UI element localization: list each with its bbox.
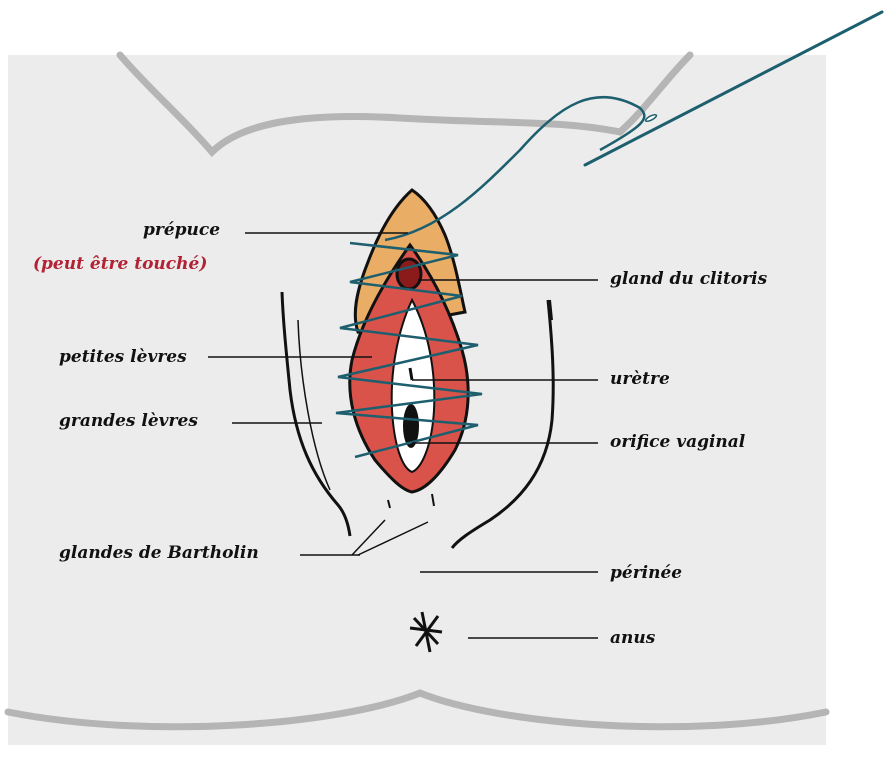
label-anus: anus: [610, 630, 655, 647]
label-vaginal-opening: orifice vaginal: [610, 434, 745, 451]
label-urethra: urètre: [610, 371, 670, 388]
label-bartholin-glands: glandes de Bartholin: [59, 545, 259, 562]
urethra-shape: [410, 368, 412, 380]
label-labia-minora: petites lèvres: [59, 349, 187, 366]
label-perineum: périnée: [610, 565, 682, 582]
clitoral-glans-shape: [397, 259, 421, 289]
label-prepuce-note: (peut être touché): [33, 256, 207, 273]
label-labia-majora: grandes lèvres: [59, 413, 198, 430]
label-clitoral-glans: gland du clitoris: [610, 271, 767, 288]
label-prepuce: prépuce: [143, 222, 220, 239]
